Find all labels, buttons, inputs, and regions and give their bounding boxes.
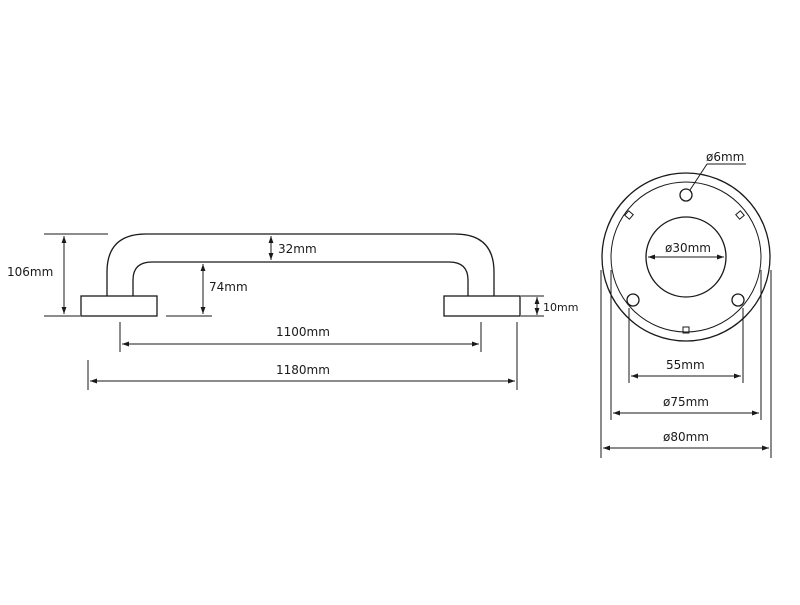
label-o30mm: ø30mm: [665, 241, 711, 255]
label-32mm: 32mm: [278, 242, 317, 256]
label-106mm: 106mm: [7, 265, 53, 279]
marker-square-left: [624, 210, 634, 220]
dimension-screw-hole: ø6mm: [689, 150, 746, 191]
label-1180mm: 1180mm: [276, 363, 330, 377]
right-flange: [443, 295, 521, 317]
dimension-center-hole: ø30mm: [648, 241, 724, 260]
label-55mm: 55mm: [666, 358, 705, 372]
screw-hole-left: [626, 293, 640, 307]
label-10mm: 10mm: [543, 301, 578, 314]
flange-inner-circle: [610, 181, 762, 333]
center-hole: [645, 216, 727, 298]
screw-hole-top: [679, 188, 693, 202]
label-o6mm: ø6mm: [706, 150, 744, 164]
dimension-total-height: 106mm: [7, 233, 108, 317]
tube-outer-contour: [106, 233, 495, 296]
marker-square-bottom: [682, 326, 690, 334]
grab-bar-side-view: 106mm 32mm 74mm 10mm 1100mm: [7, 233, 578, 390]
dimension-inner-diameter: ø75mm: [610, 270, 762, 420]
marker-square-right: [735, 210, 745, 220]
label-74mm: 74mm: [209, 280, 248, 294]
flange-outer-circle: [601, 172, 771, 342]
dimension-inner-length: 1100mm: [119, 322, 482, 352]
dimension-tube-diameter: 32mm: [268, 236, 317, 260]
dimension-outer-diameter: ø80mm: [600, 270, 772, 458]
dimension-total-length: 1180mm: [87, 322, 518, 390]
dimension-inner-height: 74mm: [166, 261, 248, 317]
screw-hole-right: [731, 293, 745, 307]
flange-front-view: ø6mm ø30mm 55mm ø75mm ø80mm: [600, 150, 772, 458]
label-o75mm: ø75mm: [663, 395, 709, 409]
dimension-hole-spacing: 55mm: [628, 308, 744, 383]
label-o80mm: ø80mm: [663, 430, 709, 444]
label-1100mm: 1100mm: [276, 325, 330, 339]
left-flange: [80, 295, 158, 317]
dimension-flange-thickness: 10mm: [521, 295, 578, 317]
tube-inner-contour: [132, 261, 469, 296]
